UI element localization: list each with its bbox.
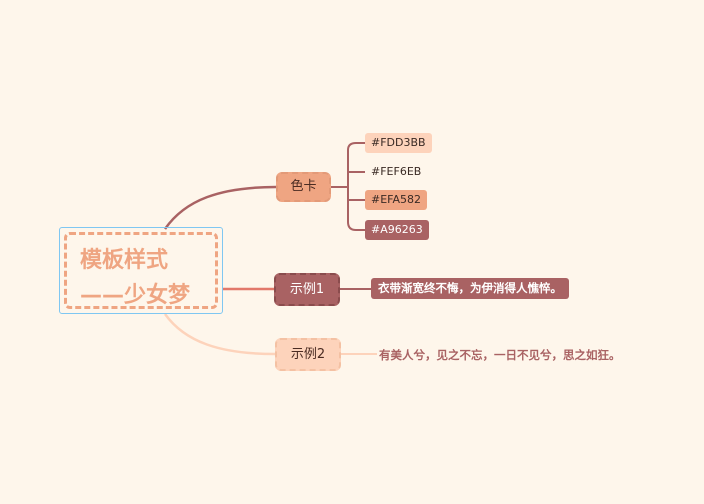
root-topic[interactable]: 模板样式 ——少女梦 (59, 227, 223, 314)
color-chip-3[interactable]: #EFA582 (365, 190, 428, 210)
topic-example2[interactable]: 示例2 (275, 338, 341, 371)
topic-example1[interactable]: 示例1 (274, 273, 340, 306)
root-topic-frame (64, 232, 218, 309)
connector-root-card (163, 185, 277, 230)
root-title-line2: ——少女梦 (80, 283, 191, 308)
connector-card-chips (331, 142, 365, 231)
connector-root-example2 (163, 313, 276, 356)
root-title-line1: 模板样式 (80, 248, 169, 273)
example2-text[interactable]: 有美人兮，见之不忘，一日不见兮，思之如狂。 (379, 348, 621, 362)
color-chip-1[interactable]: #FDD3BB (365, 133, 432, 153)
color-chip-4[interactable]: #A96263 (365, 220, 429, 240)
topic-color-card[interactable]: 色卡 (276, 172, 331, 202)
color-chip-2[interactable]: #FEF6EB (371, 165, 422, 178)
example1-text[interactable]: 衣带渐宽终不悔，为伊消得人憔悴。 (371, 278, 569, 299)
